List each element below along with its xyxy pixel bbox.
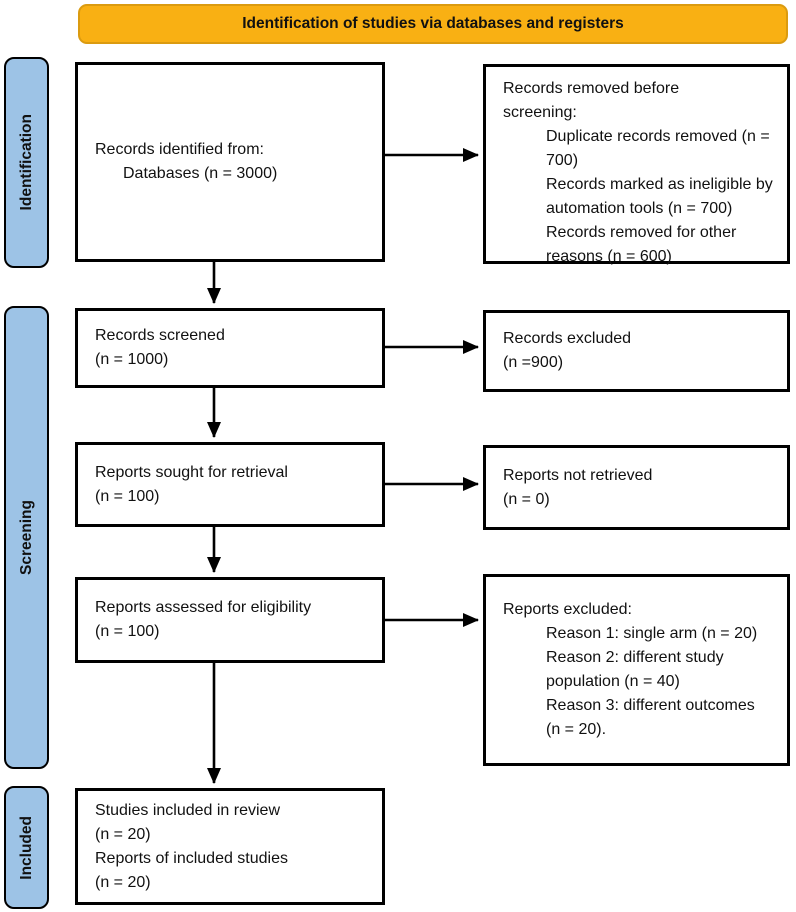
box-reports-excluded: Reports excluded: Reason 1: single arm (… bbox=[483, 574, 790, 766]
box-records-excluded: Records excluded (n =900) bbox=[483, 310, 790, 392]
stage-label-screening: Screening bbox=[4, 306, 49, 769]
box-records-identified: Records identified from: Databases (n = … bbox=[75, 62, 385, 262]
reports-excluded-title: Reports excluded: bbox=[503, 601, 632, 618]
records-excluded-line2: (n =900) bbox=[503, 354, 564, 371]
stage-label-identification: Identification bbox=[4, 57, 49, 268]
reports-not-retrieved-line2: (n = 0) bbox=[503, 490, 550, 508]
reports-sought-line1: Reports sought for retrieval bbox=[95, 463, 288, 481]
box-reports-not-retrieved: Reports not retrieved (n = 0) bbox=[483, 445, 790, 530]
box-reports-sought: Reports sought for retrieval (n = 100) bbox=[75, 442, 385, 527]
reports-excluded-item-2: Reason 2: different study population (n … bbox=[546, 649, 724, 690]
reports-excluded-item-3: Reason 3: different outcomes (n = 20). bbox=[546, 697, 755, 738]
studies-included-line3: Reports of included studies bbox=[95, 849, 288, 867]
reports-assessed-line1: Reports assessed for eligibility bbox=[95, 599, 312, 616]
records-removed-item-1: Duplicate records removed (n = 700) bbox=[546, 128, 770, 169]
diagram-title: Identification of studies via databases … bbox=[242, 15, 624, 32]
diagram-title-banner: Identification of studies via databases … bbox=[78, 4, 788, 44]
records-screened-line2: (n = 1000) bbox=[95, 351, 169, 368]
records-identified-line1: Records identified from: bbox=[95, 141, 264, 158]
stage-label-identification-text: Identification bbox=[17, 114, 35, 211]
box-reports-assessed: Reports assessed for eligibility (n = 10… bbox=[75, 577, 385, 663]
box-records-screened: Records screened (n = 1000) bbox=[75, 308, 385, 388]
reports-sought-line2: (n = 100) bbox=[95, 487, 160, 505]
reports-excluded-item-1: Reason 1: single arm (n = 20) bbox=[546, 625, 758, 642]
box-records-removed: Records removed before screening: Duplic… bbox=[483, 64, 790, 265]
reports-not-retrieved-line1: Reports not retrieved bbox=[503, 466, 653, 484]
records-removed-item-3: Records removed for other reasons (n = 6… bbox=[546, 224, 737, 265]
stage-label-screening-text: Screening bbox=[17, 500, 35, 575]
studies-included-line1: Studies included in review bbox=[95, 801, 280, 819]
records-removed-title: Records removed before screening: bbox=[503, 80, 680, 121]
studies-included-line4: (n = 20) bbox=[95, 873, 151, 891]
studies-included-line2: (n = 20) bbox=[95, 825, 151, 843]
records-screened-line1: Records screened bbox=[95, 327, 225, 344]
box-studies-included: Studies included in review (n = 20) Repo… bbox=[75, 788, 385, 905]
stage-label-included: Included bbox=[4, 786, 49, 909]
records-excluded-line1: Records excluded bbox=[503, 330, 632, 347]
reports-assessed-line2: (n = 100) bbox=[95, 623, 160, 640]
records-identified-line2: Databases (n = 3000) bbox=[123, 165, 278, 182]
stage-label-included-text: Included bbox=[17, 815, 35, 880]
records-removed-item-2: Records marked as ineligible by automati… bbox=[546, 176, 773, 217]
